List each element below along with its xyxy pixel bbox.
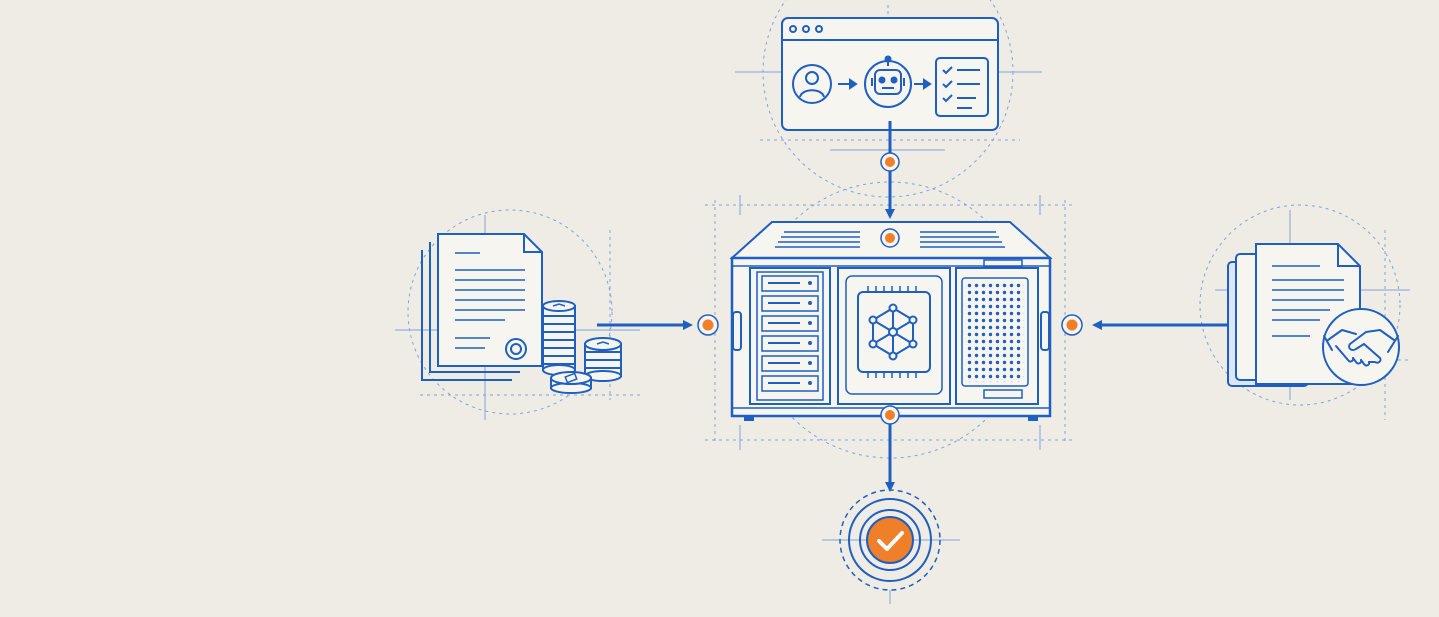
- checklist-icon: [935, 57, 989, 117]
- seal-icon: [505, 338, 527, 360]
- robot-icon: [864, 55, 912, 108]
- vent-hole-grid: [966, 282, 1024, 382]
- rack-led-lines: [768, 282, 800, 384]
- rack-status-lights: [808, 281, 812, 385]
- side-handle-icon: [732, 311, 1050, 351]
- automation-window: [735, 0, 1042, 198]
- agreement-documents: [1199, 204, 1410, 420]
- completion: [822, 489, 960, 604]
- connection-node: [880, 152, 900, 172]
- network-chip-icon: [837, 267, 951, 405]
- vent-grille-icon: [955, 259, 1039, 405]
- handshake-icon: [1322, 308, 1400, 386]
- connection-node: [1061, 314, 1083, 336]
- coin-symbol-icon: [552, 303, 610, 384]
- server-rack-icon: [749, 267, 831, 405]
- arrow-icon: [838, 78, 858, 90]
- central-server: [705, 181, 1075, 459]
- finance-documents: [395, 209, 640, 420]
- document-stack-icon: [1227, 243, 1361, 387]
- window-dots-icon: [789, 25, 823, 33]
- connection-node: [880, 405, 900, 425]
- document-text-lines: [455, 252, 525, 349]
- connection-node: [880, 228, 900, 248]
- user-icon: [792, 64, 832, 104]
- connection-node: [697, 314, 719, 336]
- network-nodes: [868, 303, 918, 361]
- document-text-lines: [1272, 265, 1344, 337]
- chip-pins: [867, 286, 917, 378]
- browser-window-frame: [781, 17, 999, 131]
- vent-stripes: [775, 231, 1005, 248]
- server-feet: [744, 416, 1038, 421]
- arrow-icon: [914, 78, 932, 90]
- connection-nodes: [697, 152, 1083, 425]
- rack-drive-unit: [761, 275, 819, 392]
- check-icon: [866, 516, 914, 564]
- coin-stack-icon: [542, 300, 622, 394]
- document-stack-icon: [421, 233, 543, 381]
